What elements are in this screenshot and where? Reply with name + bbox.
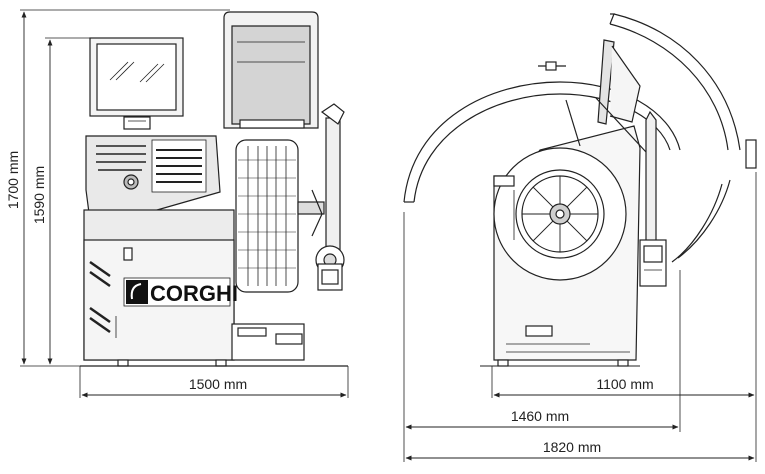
wheel-shaft bbox=[297, 189, 325, 237]
dim-side-base: 1100 mm bbox=[596, 376, 653, 392]
dim-total-height: 1700 mm bbox=[5, 151, 21, 209]
dim-monitor-height: 1590 mm bbox=[31, 166, 47, 224]
dim-side-mid: 1460 mm bbox=[511, 408, 569, 424]
dim-front-width: 1500 mm bbox=[189, 376, 247, 392]
side-view bbox=[403, 13, 757, 462]
dim-side-total: 1820 mm bbox=[543, 439, 601, 455]
wheel-guard bbox=[223, 11, 319, 129]
brand-name: CORGHI bbox=[150, 281, 238, 306]
monitor bbox=[89, 37, 184, 130]
tire bbox=[235, 139, 299, 293]
wheel-side bbox=[493, 147, 627, 281]
guard-arc bbox=[403, 81, 681, 203]
guard-hook bbox=[613, 13, 741, 151]
sonar-arm bbox=[315, 103, 345, 291]
front-view: CORGHI bbox=[20, 9, 349, 398]
brand-logo: CORGHI bbox=[123, 277, 238, 307]
